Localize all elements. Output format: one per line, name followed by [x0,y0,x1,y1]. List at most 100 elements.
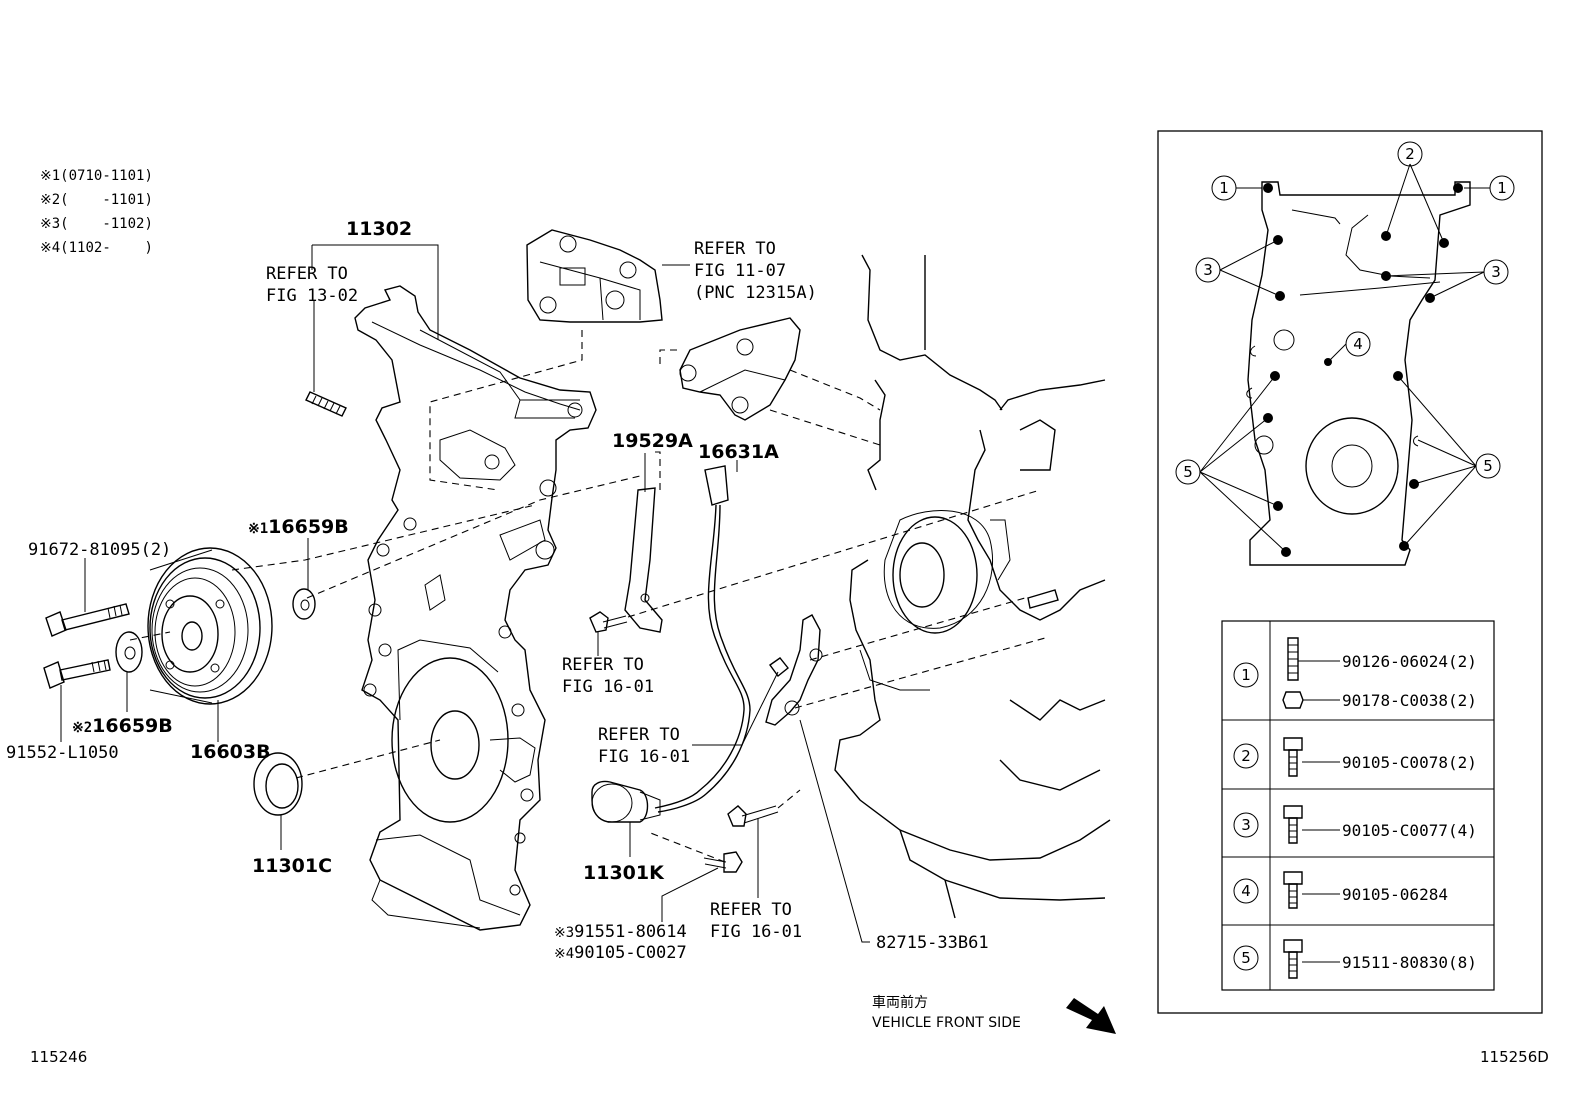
bolt-91672-drawing [45,603,130,637]
label-ref1107-l1: REFER TO [694,239,776,259]
bolt-table-row-3: 3 90105-C0077(4) [1233,805,1477,844]
bracket-16631A-drawing [679,317,801,421]
bolt-table-row-2: 2 90105-C0078(2) [1233,737,1477,777]
figure-id-left: 115246 [30,1048,87,1066]
label-90105-C0027-pn: 90105-C0027 [574,943,687,963]
note-1-mark: ※1 [40,168,60,184]
label-16659B-bottom-mark: ※2 [72,720,92,736]
timing-cover-drawing [354,285,597,931]
bolt-ref1601-c-drawing [727,805,779,827]
sensor-11301K-drawing [591,465,751,823]
label-ref1601a-l1: REFER TO [562,655,644,675]
row-2-key: 2 [1241,747,1251,765]
label-11301C: 11301C [252,855,332,877]
bolt-table-row-5: 5 91511-80830(8) [1233,939,1477,979]
row-4-key: 4 [1241,882,1251,900]
label-ref1107-l3: (PNC 12315A) [694,283,817,303]
label-ref1601b-l1: REFER TO [598,725,680,745]
svg-text:※1(0710-1101): ※1(0710-1101) [40,168,153,184]
row-5-part: 91511-80830(8) [1342,953,1477,972]
vehicle-front-jp: 車両前方 [872,994,928,1011]
sensor-plate-drawing [765,614,823,726]
label-16659B-top: ※116659B [248,516,349,538]
label-ref1601b-l2: FIG 16-01 [598,747,690,767]
label-16659B-top-mark: ※1 [248,521,268,537]
callout-1-right: 1 [1489,175,1515,201]
row-4-part: 90105-06284 [1342,885,1448,904]
callout-1-left-text: 1 [1219,179,1229,197]
callout-5-left: 5 [1175,459,1201,485]
label-82715: 82715-33B61 [876,933,989,953]
callout-3-right-text: 3 [1491,263,1501,281]
engine-mount-bracket-drawing [526,229,663,323]
label-ref1302-l1: REFER TO [266,264,348,284]
bolt-table: 1 90126-06024(2) 90178-C0038(2) 2 90105-… [1221,620,1495,991]
row-1-part-a: 90126-06024(2) [1342,652,1477,671]
label-ref1601c-l2: FIG 16-01 [710,922,802,942]
bolt-ref1601-a-drawing [589,611,628,633]
row-2-part: 90105-C0078(2) [1342,753,1477,772]
note-2-range: ( -1101) [60,192,153,208]
label-16659B-bottom: ※216659B [72,715,173,737]
stud-bolt-drawing [305,391,347,417]
bolt-91552-drawing [43,659,111,689]
label-16631A: 16631A [698,441,779,463]
callout-3-right: 3 [1483,259,1509,285]
row-3-part: 90105-C0077(4) [1342,821,1477,840]
svg-text:※3( -1102): ※3( -1102) [40,216,153,232]
vehicle-front-en: VEHICLE FRONT SIDE [872,1015,1021,1031]
figure-id-right: 115256D [1480,1048,1549,1066]
callout-3-left-text: 3 [1203,261,1213,279]
leader-lines [60,244,870,943]
callout-5-left-text: 5 [1183,463,1193,481]
callout-5-right: 5 [1475,453,1501,479]
note-1-range: (0710-1101) [60,168,153,184]
label-91551-mark: ※3 [554,925,574,941]
callout-4: 4 [1345,331,1371,357]
callout-2-text: 2 [1405,145,1415,163]
label-91672: 91672-81095(2) [28,540,171,560]
label-90105-C0027-mark: ※4 [554,946,574,962]
note-3-range: ( -1102) [60,216,153,232]
label-11302: 11302 [346,218,412,240]
bolt-table-row-4: 4 90105-06284 [1233,871,1448,909]
svg-text:※2( -1101): ※2( -1101) [40,192,153,208]
callout-2: 2 [1397,141,1423,167]
note-4-mark: ※4 [40,240,60,256]
label-ref1302-l2: FIG 13-02 [266,286,358,306]
vehicle-front-arrow [1066,998,1116,1034]
label-ref1601c-l1: REFER TO [710,900,792,920]
note-3-mark: ※3 [40,216,60,232]
pulley-16603B-drawing [147,547,273,705]
oil-seal-11301C-drawing [253,752,303,816]
svg-text:※4(1102- ): ※4(1102- ) [40,240,153,256]
label-91551: ※391551-80614 [554,922,687,942]
label-19529A: 19529A [612,430,693,452]
label-ref1601a-l2: FIG 16-01 [562,677,654,697]
bracket-19529A-drawing [624,487,663,633]
engine-block-drawing [834,254,1111,919]
washer-top-drawing [292,588,316,620]
bolt-91551-drawing [703,851,743,873]
bolt-table-row-1: 1 90126-06024(2) 90178-C0038(2) [1233,637,1477,710]
label-90105-C0027: ※490105-C0027 [554,943,687,963]
row-1-key: 1 [1241,666,1251,684]
label-16659B-top-pn: 16659B [268,516,349,538]
row-1-part-b: 90178-C0038(2) [1342,691,1477,710]
callout-1-left: 1 [1211,175,1237,201]
label-11301K: 11301K [583,862,665,884]
callout-4-text: 4 [1353,335,1363,353]
label-91551-pn: 91551-80614 [574,922,687,942]
callout-1-right-text: 1 [1497,179,1507,197]
callout-3-left: 3 [1195,257,1221,283]
label-91552: 91552-L1050 [6,743,119,763]
washer-bottom-drawing [115,631,143,673]
callout-5-right-text: 5 [1483,457,1493,475]
applicability-notes: ※1(0710-1101) ※2( -1101) ※3( -1102) ※4(1… [40,168,153,256]
note-4-range: (1102- ) [60,240,153,256]
assembly-guide-lines [129,330,1046,863]
label-16603B: 16603B [190,741,271,763]
label-16659B-bottom-pn: 16659B [92,715,173,737]
inset-panel: 1 1 2 3 3 4 5 5 1 90126-06024(2) [1157,130,1543,1014]
